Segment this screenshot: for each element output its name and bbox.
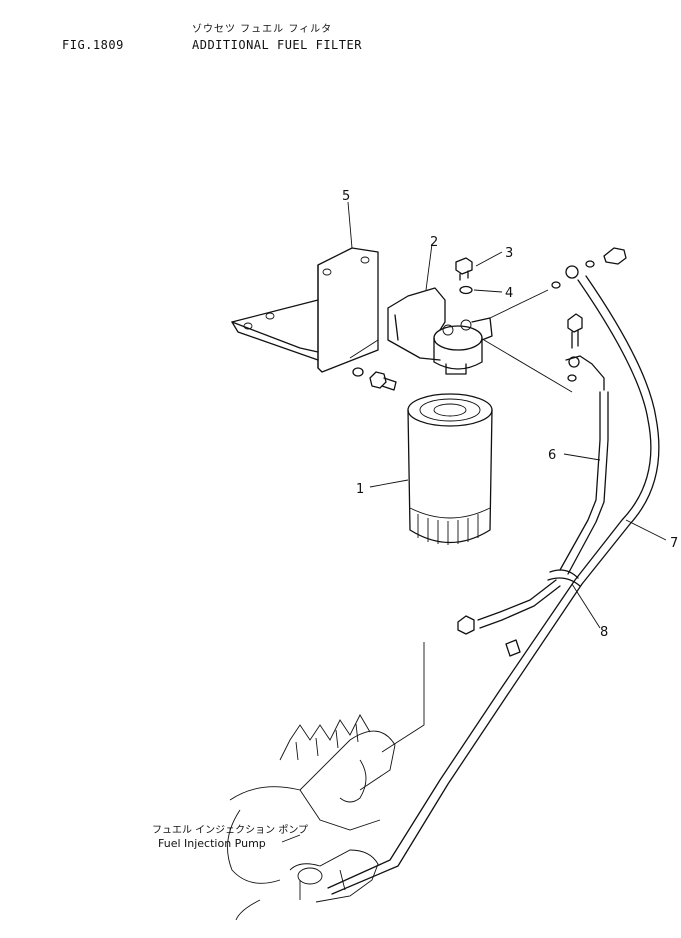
pump-line-nut: [457, 615, 521, 657]
pump-caption-english: Fuel Injection Pump: [158, 837, 266, 850]
callout-1: 1: [356, 482, 364, 497]
callout-5: 5: [342, 189, 350, 204]
pump-caption-japanese: フュエル インジェクション ポンプ: [152, 824, 308, 836]
part-3-bolt: [455, 257, 473, 281]
part-1-filter-cartridge: [407, 393, 493, 545]
mounting-bolt: [352, 367, 397, 391]
banjo-fittings: [551, 247, 627, 391]
callout-2: 2: [430, 235, 438, 250]
part-8-clamp: [547, 569, 581, 587]
part-4-o-ring: [459, 285, 473, 295]
title-english: ADDITIONAL FUEL FILTER: [192, 38, 362, 52]
title-japanese: ゾウセツ フュエル フィルタ: [192, 24, 333, 35]
part-6-return-hose: [477, 391, 609, 629]
callout-7: 7: [670, 536, 678, 551]
callout-4: 4: [505, 286, 513, 301]
fuel-injection-pump: [227, 714, 396, 921]
part-7-fuel-pipe: [327, 275, 660, 895]
callout-3: 3: [505, 246, 513, 261]
figure-number: FIG.1809: [62, 38, 124, 52]
part-2-filter-head: [387, 287, 493, 375]
part-5-bracket: [231, 247, 379, 373]
callout-8: 8: [600, 625, 608, 640]
callout-6: 6: [548, 448, 556, 463]
